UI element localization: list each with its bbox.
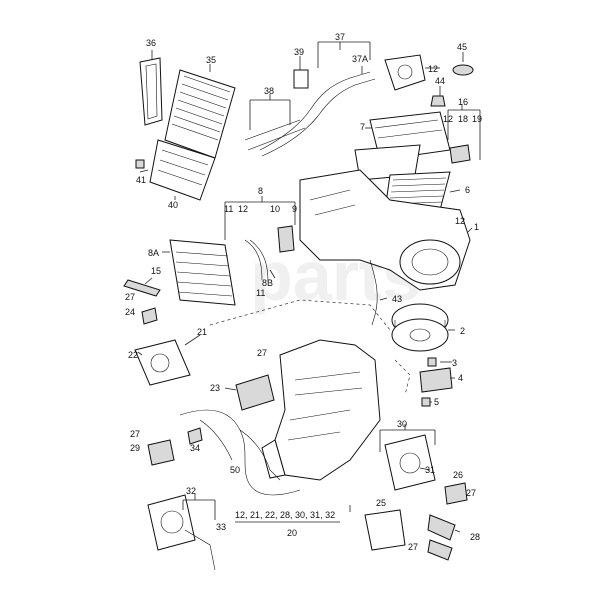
- part-2-blower-motor[interactable]: [391, 303, 449, 352]
- callout-2[interactable]: 2: [460, 326, 465, 336]
- callout-4[interactable]: 4: [458, 373, 463, 383]
- callout-7[interactable]: 7: [360, 122, 365, 132]
- callout-35[interactable]: 35: [206, 55, 216, 65]
- callout-28[interactable]: 28: [470, 532, 480, 542]
- callout-labels: 36 35 39 37 37A 12 45 44 16 38 7 12 18 1…: [125, 32, 482, 552]
- callout-8b[interactable]: 8B: [262, 278, 273, 288]
- part-26-cover[interactable]: [444, 482, 468, 505]
- part-40-heater-core[interactable]: [149, 139, 216, 201]
- part-37-pipe-assembly[interactable]: [244, 69, 376, 157]
- callout-41[interactable]: 41: [136, 175, 146, 185]
- part-28-bracket[interactable]: [427, 514, 456, 561]
- callout-12-mid[interactable]: 12: [238, 204, 248, 214]
- callout-37a[interactable]: 37A: [352, 54, 368, 64]
- part-23-actuator[interactable]: [235, 374, 275, 411]
- part-30-actuator[interactable]: [384, 434, 436, 491]
- part-41-screw[interactable]: [135, 159, 145, 169]
- callout-43[interactable]: 43: [392, 294, 402, 304]
- part-8a-heat-exchanger[interactable]: [169, 239, 236, 306]
- callout-27-a[interactable]: 27: [125, 292, 135, 302]
- callout-11-lower[interactable]: 11: [256, 288, 265, 298]
- callout-29[interactable]: 29: [130, 443, 140, 453]
- callout-16[interactable]: 16: [458, 97, 468, 107]
- callout-25[interactable]: 25: [376, 498, 386, 508]
- part-8b-pipes[interactable]: [244, 225, 295, 283]
- callout-33[interactable]: 33: [216, 522, 226, 532]
- callout-39[interactable]: 39: [294, 47, 304, 57]
- callout-12-top[interactable]: 12: [428, 64, 438, 74]
- callout-20[interactable]: 20: [287, 528, 297, 538]
- callout-5[interactable]: 5: [434, 397, 439, 407]
- part-15-bracket[interactable]: [123, 279, 161, 297]
- part-36-seal-frame[interactable]: [139, 57, 163, 126]
- callout-15[interactable]: 15: [151, 266, 161, 276]
- callout-8[interactable]: 8: [258, 186, 263, 196]
- part-34-clip[interactable]: [187, 427, 203, 445]
- callout-3[interactable]: 3: [452, 358, 457, 368]
- part-5-screw[interactable]: [421, 397, 431, 407]
- callout-44[interactable]: 44: [435, 76, 445, 86]
- part-44-valve[interactable]: [430, 95, 446, 107]
- callout-12-right[interactable]: 12: [443, 114, 453, 124]
- part-50-wiring-harness[interactable]: [179, 409, 301, 496]
- callout-27-e[interactable]: 27: [408, 542, 418, 552]
- callout-22[interactable]: 22: [128, 350, 138, 360]
- part-20-lower-housing[interactable]: [261, 339, 381, 481]
- callout-30[interactable]: 30: [397, 419, 407, 429]
- part-1-upper-housing[interactable]: [299, 169, 471, 291]
- callout-50[interactable]: 50: [230, 465, 240, 475]
- callout-27-c[interactable]: 27: [130, 429, 140, 439]
- part-22-actuator[interactable]: [134, 339, 191, 386]
- part-32-actuator[interactable]: [147, 494, 216, 571]
- callout-37[interactable]: 37: [335, 32, 345, 42]
- leader-lines: [137, 41, 481, 533]
- callout-45[interactable]: 45: [457, 42, 467, 52]
- callout-38[interactable]: 38: [264, 86, 274, 96]
- part-24-screw[interactable]: [141, 307, 158, 325]
- part-35-evaporator[interactable]: [164, 69, 236, 159]
- group-label-20: 12, 21, 22, 28, 30, 31, 32: [235, 510, 335, 520]
- callout-1[interactable]: 1: [474, 222, 479, 232]
- callout-32[interactable]: 32: [186, 486, 196, 496]
- part-25-actuator[interactable]: [364, 509, 406, 551]
- callout-24[interactable]: 24: [125, 307, 135, 317]
- callout-10[interactable]: 10: [270, 204, 280, 214]
- part-29-actuator[interactable]: [147, 439, 175, 466]
- part-12-gasket-top[interactable]: [384, 54, 426, 91]
- callout-18[interactable]: 18: [458, 114, 468, 124]
- callout-34[interactable]: 34: [190, 443, 200, 453]
- callout-36[interactable]: 36: [146, 38, 156, 48]
- callout-26[interactable]: 26: [453, 470, 463, 480]
- callout-31[interactable]: 31: [425, 465, 435, 475]
- callout-40[interactable]: 40: [168, 200, 178, 210]
- callout-11-upper[interactable]: 11: [224, 204, 233, 214]
- callout-12-housing[interactable]: 12: [455, 216, 465, 226]
- callout-27-b[interactable]: 27: [257, 348, 267, 358]
- part-4-bracket[interactable]: [419, 367, 453, 393]
- callout-23[interactable]: 23: [210, 383, 220, 393]
- callout-9[interactable]: 9: [292, 204, 297, 214]
- part-45-cap[interactable]: [452, 64, 474, 76]
- callout-8a[interactable]: 8A: [148, 248, 159, 258]
- callout-19[interactable]: 19: [472, 114, 482, 124]
- callout-6[interactable]: 6: [465, 185, 470, 195]
- callout-27-d[interactable]: 27: [466, 488, 476, 498]
- part-7-flap-housing[interactable]: [354, 111, 451, 181]
- part-3-screw[interactable]: [427, 357, 437, 367]
- part-43-hose[interactable]: [369, 259, 378, 326]
- callout-21[interactable]: 21: [197, 327, 207, 337]
- part-18-actuator[interactable]: [449, 144, 471, 164]
